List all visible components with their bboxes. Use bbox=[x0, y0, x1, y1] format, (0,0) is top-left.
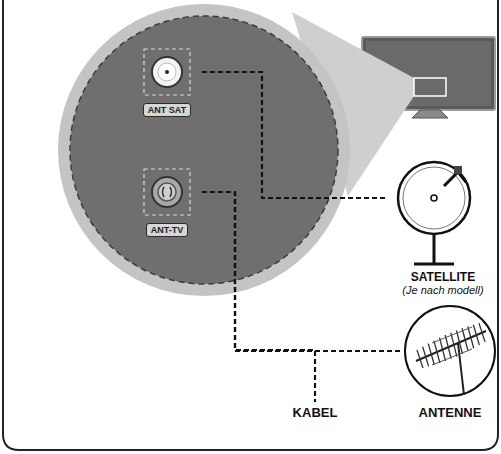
node-illustration bbox=[142, 47, 192, 97]
dish-pole bbox=[414, 234, 454, 264]
magnifier-ring bbox=[58, 4, 350, 296]
node-label: ANTENNE bbox=[419, 405, 482, 420]
node-label: ANT SAT bbox=[143, 103, 191, 117]
tv-socket bbox=[152, 177, 182, 207]
dashed-cable bbox=[202, 72, 388, 198]
sat-pin bbox=[165, 70, 169, 74]
antenna-boom bbox=[416, 331, 486, 395]
zoom-target-box bbox=[414, 78, 446, 96]
tv-socket-ring bbox=[158, 183, 176, 201]
antenna-elements bbox=[417, 323, 485, 368]
node-illustration bbox=[388, 140, 498, 268]
dish-center bbox=[431, 195, 437, 201]
dish-rim bbox=[403, 167, 465, 229]
dish bbox=[398, 162, 470, 234]
connector-port: ANT SAT bbox=[132, 47, 202, 117]
antenna-circle bbox=[405, 306, 495, 396]
node-label: ANT-TV bbox=[146, 223, 189, 237]
sat-socket bbox=[152, 57, 182, 87]
satellite-dish: SATELLITE(Je nach modell) bbox=[388, 140, 498, 296]
dashed-frame bbox=[144, 49, 190, 95]
antenna: ANTENNE bbox=[402, 303, 498, 420]
frame bbox=[3, 0, 498, 450]
dashed-cable bbox=[202, 192, 402, 351]
sat-socket-inner bbox=[158, 63, 176, 81]
node-illustration bbox=[142, 167, 192, 217]
node-note: (Je nach modell) bbox=[402, 284, 483, 296]
node-label: SATELLITE bbox=[411, 270, 475, 284]
node-label: KABEL bbox=[293, 405, 338, 420]
tv-socket-contacts bbox=[163, 187, 172, 197]
feed-arm bbox=[444, 172, 466, 186]
dashed-frame bbox=[144, 169, 190, 215]
dashed-cable bbox=[202, 192, 315, 402]
lnb bbox=[454, 166, 462, 174]
magnifier-disc bbox=[70, 16, 338, 284]
connector-port: ANT-TV bbox=[132, 167, 202, 237]
cable-label: KABEL bbox=[280, 405, 350, 420]
tv-stand bbox=[412, 110, 448, 118]
node-illustration bbox=[402, 303, 498, 399]
